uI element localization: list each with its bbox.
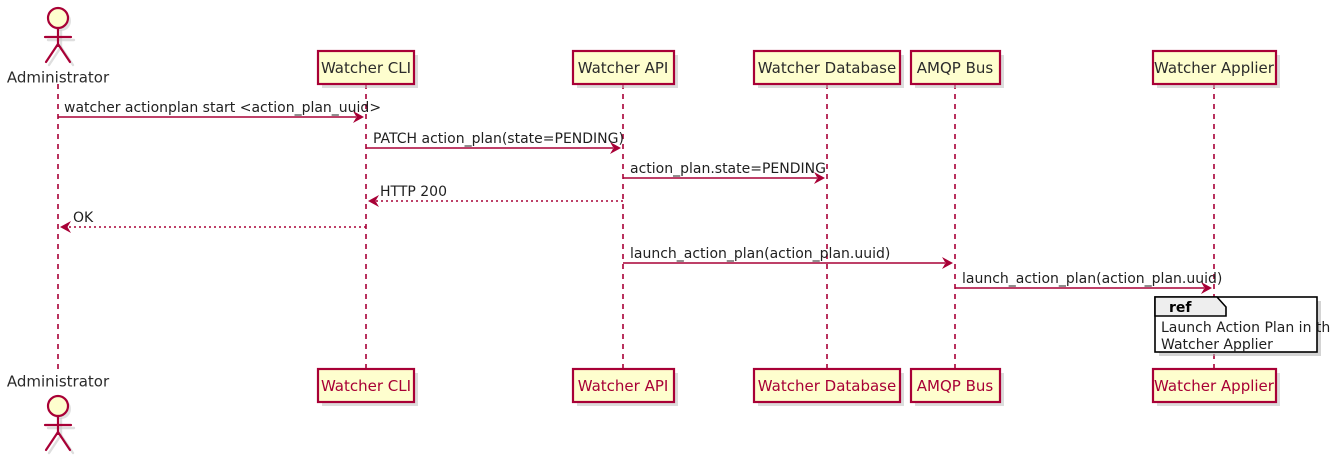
ref-fragment-text-line: Launch Action Plan in the — [1161, 320, 1330, 336]
actor-legs — [44, 42, 72, 64]
participant-box-rect — [316, 367, 416, 404]
actor-head — [46, 6, 70, 30]
actor-label-administrator: Administrator — [7, 373, 110, 391]
message-label: launch_action_plan(action_plan.uuid) — [630, 246, 890, 262]
participant-label-watcher-applier: Watcher Applier — [1154, 377, 1275, 395]
participant-box-watcher-applier-top[interactable]: Watcher Applier — [1151, 49, 1280, 88]
participant-box-watcher-applier-bottom[interactable]: Watcher Applier — [1151, 367, 1280, 406]
message-4[interactable]: HTTP 200 — [368, 184, 623, 207]
arrow-head — [1201, 282, 1212, 294]
participant-label-watcher-api: Watcher API — [578, 59, 669, 77]
participant-box-rect — [1151, 367, 1278, 404]
message-6[interactable]: launch_action_plan(action_plan.uuid) — [623, 246, 953, 269]
participant-box-watcher-cli-bottom[interactable]: Watcher CLI — [316, 367, 418, 406]
participant-box-rect — [752, 367, 902, 404]
actor-administrator-bottom[interactable]: Administrator — [7, 373, 110, 455]
message-5[interactable]: OK — [60, 210, 366, 233]
participant-box-rect — [571, 49, 676, 86]
message-label: HTTP 200 — [380, 184, 447, 200]
participant-label-amqp-bus: AMQP Bus — [917, 59, 994, 77]
arrow-head — [60, 221, 71, 233]
participant-label-watcher-database: Watcher Database — [758, 59, 896, 77]
participant-label-watcher-applier: Watcher Applier — [1154, 59, 1275, 77]
ref-fragment-tab-label: ref — [1169, 300, 1192, 316]
message-label: action_plan.state=PENDING — [630, 161, 826, 177]
participant-box-watcher-api-top[interactable]: Watcher API — [571, 49, 678, 88]
message-label: launch_action_plan(action_plan.uuid) — [962, 271, 1222, 287]
message-label: OK — [73, 210, 94, 226]
participant-label-watcher-cli: Watcher CLI — [321, 59, 411, 77]
arrow-head — [942, 257, 953, 269]
participant-box-watcher-cli-top[interactable]: Watcher CLI — [316, 49, 418, 88]
arrow-head — [814, 172, 825, 184]
participant-box-rect — [316, 49, 416, 86]
arrow-head — [610, 142, 621, 154]
participant-box-rect — [909, 367, 1002, 404]
message-2[interactable]: PATCH action_plan(state=PENDING) — [366, 131, 624, 154]
messages-layer: watcher actionplan start <action_plan_uu… — [58, 100, 1222, 294]
participant-box-amqp-bus-top[interactable]: AMQP Bus — [909, 49, 1004, 88]
participant-box-watcher-database-bottom[interactable]: Watcher Database — [752, 367, 904, 406]
message-label: PATCH action_plan(state=PENDING) — [373, 131, 624, 147]
actor-head — [46, 394, 70, 418]
message-label: watcher actionplan start <action_plan_uu… — [64, 100, 381, 116]
participant-box-amqp-bus-bottom[interactable]: AMQP Bus — [909, 367, 1004, 406]
participant-box-watcher-database-top[interactable]: Watcher Database — [752, 49, 904, 88]
participant-box-rect — [752, 49, 902, 86]
ref-fragment-text-line: Watcher Applier — [1161, 337, 1273, 353]
participant-label-amqp-bus: AMQP Bus — [917, 377, 994, 395]
participant-label-watcher-cli: Watcher CLI — [321, 377, 411, 395]
message-7[interactable]: launch_action_plan(action_plan.uuid) — [955, 271, 1222, 294]
participant-box-watcher-api-bottom[interactable]: Watcher API — [571, 367, 678, 406]
ref-fragment-tab — [1154, 296, 1227, 317]
arrow-head — [368, 195, 379, 207]
participant-box-rect — [1151, 49, 1278, 86]
actor-legs — [44, 430, 72, 452]
lifelines-layer — [57, 84, 1215, 372]
participant-box-rect — [909, 49, 1002, 86]
actor-administrator-top[interactable]: Administrator — [7, 6, 110, 87]
message-3[interactable]: action_plan.state=PENDING — [623, 161, 826, 184]
arrow-head — [353, 111, 364, 123]
actor-label-administrator: Administrator — [7, 69, 110, 87]
message-1[interactable]: watcher actionplan start <action_plan_uu… — [58, 100, 381, 123]
participant-box-rect — [571, 367, 676, 404]
participant-label-watcher-database: Watcher Database — [758, 377, 896, 395]
participant-label-watcher-api: Watcher API — [578, 377, 669, 395]
